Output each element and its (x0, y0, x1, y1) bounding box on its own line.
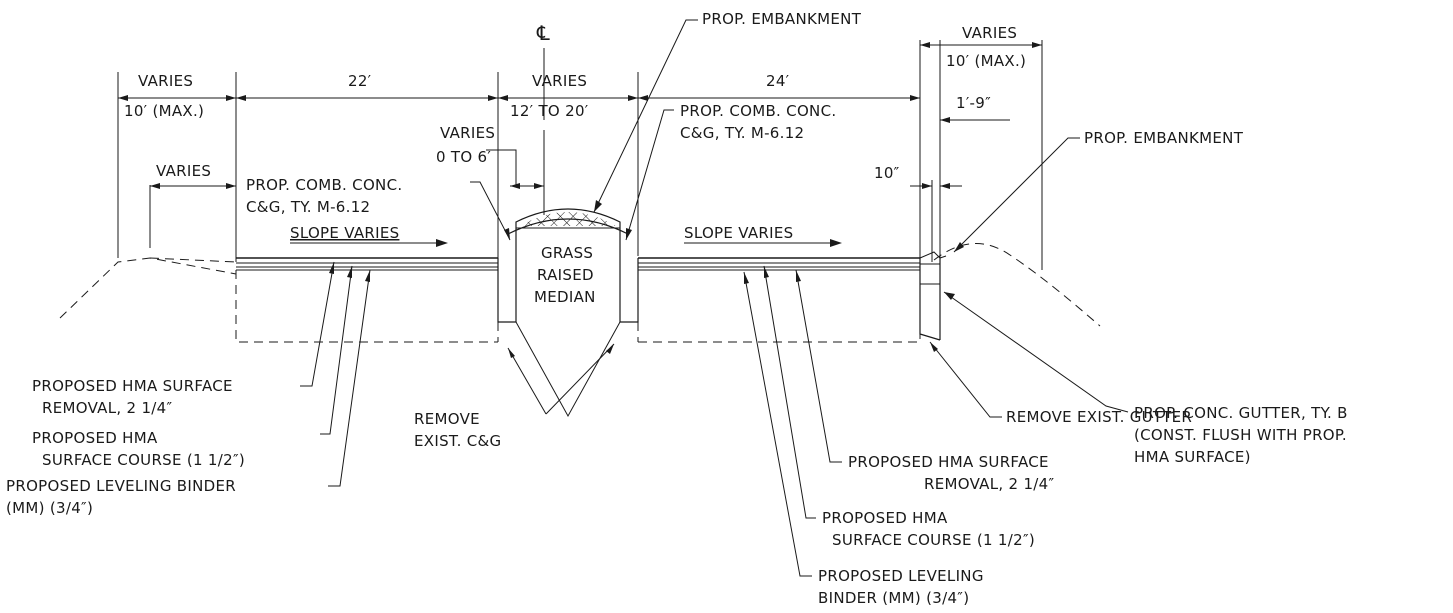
callout-cg-left-1: PROP. COMB. CONC. (246, 176, 402, 194)
callout-cg-right-2: C&G, TY. M-6.12 (680, 124, 804, 142)
callout-cg-right-1: PROP. COMB. CONC. (680, 102, 836, 120)
dimension-lines (118, 42, 1042, 262)
callout-conc-gutter-3: HMA SURFACE) (1134, 448, 1251, 466)
left-pavement (235, 257, 498, 343)
dim-left-inner-varies: VARIES (156, 162, 211, 180)
dim-median-offset-range: 0 TO 6′ (436, 148, 491, 166)
callout-left-binder-2: (MM) (3/4″) (6, 499, 93, 517)
extension-lines (117, 40, 1043, 270)
dim-right-gutter-width: 1′-9″ (956, 94, 991, 112)
centerline: ℄ (536, 21, 550, 120)
callout-right-surface-2: SURFACE COURSE (1 1/2″) (832, 531, 1035, 549)
callout-right-binder-1: PROPOSED LEVELING (818, 567, 984, 585)
callouts: PROP. EMBANKMENT PROP. EMBANKMENT PROP. … (6, 10, 1348, 607)
dim-median-range: 12′ TO 20′ (510, 102, 589, 120)
callout-right-removal-2: REMOVAL, 2 1/4″ (924, 475, 1054, 493)
dim-median-offset-varies: VARIES (440, 124, 495, 142)
dim-left-shoulder-varies: VARIES (138, 72, 193, 90)
callout-left-removal-1: PROPOSED HMA SURFACE (32, 377, 233, 395)
callout-right-surface-1: PROPOSED HMA (822, 509, 948, 527)
dim-left-lanes: 22′ (348, 72, 372, 90)
callout-left-removal-2: REMOVAL, 2 1/4″ (42, 399, 172, 417)
centerline-symbol: ℄ (536, 21, 550, 45)
callout-remove-cg-2: EXIST. C&G (414, 432, 501, 450)
callout-remove-cg-1: REMOVE (414, 410, 480, 428)
callout-conc-gutter-1: PROP. CONC. GUTTER, TY. B (1134, 404, 1348, 422)
dim-right-shoulder-varies: VARIES (962, 24, 1017, 42)
callout-left-surface-1: PROPOSED HMA (32, 429, 158, 447)
callout-right-removal-1: PROPOSED HMA SURFACE (848, 453, 1049, 471)
leaders (300, 19, 1129, 577)
callout-left-binder-1: PROPOSED LEVELING BINDER (6, 477, 236, 495)
callout-right-binder-2: BINDER (MM) (3/4″) (818, 589, 969, 607)
median-label-2: RAISED (537, 266, 594, 284)
right-pavement (638, 257, 921, 343)
callout-left-surface-2: SURFACE COURSE (1 1/2″) (42, 451, 245, 469)
slope-left: SLOPE VARIES (290, 224, 399, 242)
dim-median-varies: VARIES (532, 72, 587, 90)
median-label-1: GRASS (541, 244, 593, 262)
median-label-3: MEDIAN (534, 288, 596, 306)
dimension-text: VARIES 10′ (MAX.) 22′ VARIES 12′ TO 20′ … (124, 24, 1026, 182)
slope-labels: SLOPE VARIES SLOPE VARIES (290, 224, 842, 247)
dim-left-shoulder-max: 10′ (MAX.) (124, 102, 204, 120)
existing-ground (59, 243, 1101, 327)
dim-gutter-depth: 10″ (874, 164, 900, 182)
raised-median: GRASS RAISED MEDIAN (497, 208, 639, 418)
slope-right: SLOPE VARIES (684, 224, 793, 242)
dim-right-shoulder-max: 10′ (MAX.) (946, 52, 1026, 70)
callout-embankment-top: PROP. EMBANKMENT (702, 10, 862, 28)
callout-remove-gutter: REMOVE EXIST. GUTTER (1006, 408, 1192, 426)
callout-cg-left-2: C&G, TY. M-6.12 (246, 198, 370, 216)
callout-embankment-right: PROP. EMBANKMENT (1084, 129, 1244, 147)
callout-conc-gutter-2: (CONST. FLUSH WITH PROP. (1134, 426, 1347, 444)
right-gutter (919, 251, 941, 341)
dim-right-lanes: 24′ (766, 72, 790, 90)
